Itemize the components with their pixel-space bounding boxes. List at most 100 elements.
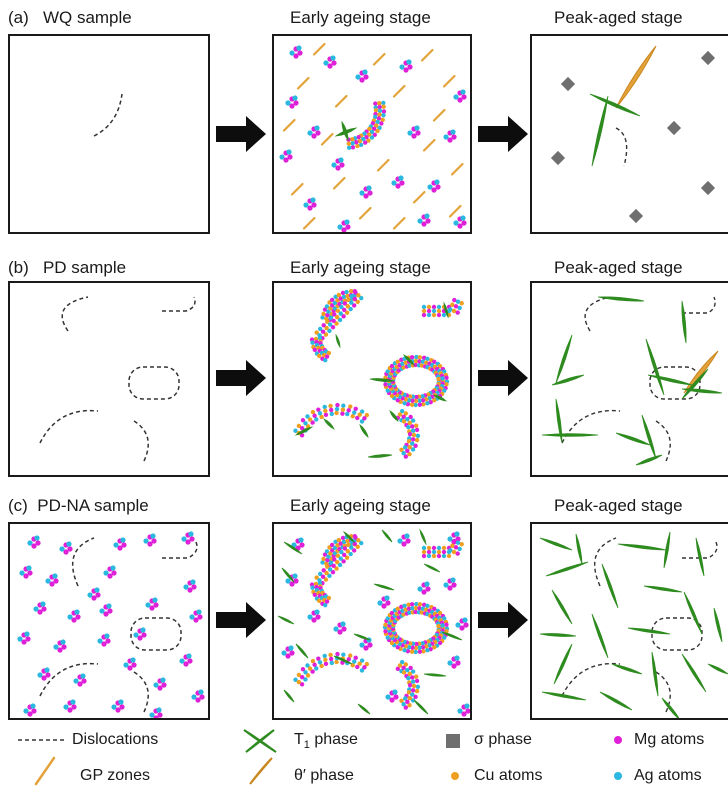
atom [359, 642, 365, 648]
atom [121, 542, 127, 548]
t1-plate [443, 301, 449, 319]
atom [399, 64, 405, 70]
atom [310, 420, 315, 425]
atom [420, 394, 425, 399]
atom [340, 407, 346, 412]
atom [421, 589, 427, 595]
atom [40, 601, 46, 607]
atom [397, 663, 403, 668]
atom [19, 570, 25, 576]
atom [311, 617, 317, 623]
atom [27, 570, 33, 576]
atom [195, 697, 201, 703]
atom [320, 315, 325, 320]
atom [392, 689, 398, 695]
atom [402, 445, 408, 450]
atom [356, 293, 361, 298]
atom [414, 394, 419, 400]
atom [407, 683, 413, 688]
sigma-particle [666, 120, 682, 136]
atom [417, 586, 423, 592]
gp-zone [412, 190, 426, 204]
atom [352, 410, 357, 415]
gp-zone [282, 118, 296, 132]
t1-plate [641, 414, 657, 460]
atom [410, 398, 415, 403]
atom [355, 299, 360, 304]
atom [453, 545, 459, 550]
atom [407, 695, 412, 701]
atom [399, 408, 405, 414]
atom [41, 606, 47, 612]
atom [436, 553, 442, 559]
atom [331, 162, 337, 168]
atom [71, 617, 77, 623]
atom [409, 649, 415, 654]
atom [44, 667, 50, 673]
atom [59, 546, 65, 552]
atom [183, 661, 189, 667]
atom [437, 610, 443, 616]
gp-zone [432, 108, 446, 122]
cu-atom-legend-icon [451, 772, 459, 780]
atom [424, 581, 430, 587]
atom [460, 89, 466, 95]
atom [431, 308, 437, 314]
atom [432, 645, 437, 650]
atom [345, 304, 350, 309]
atom [316, 407, 321, 412]
atom [373, 101, 378, 106]
atom [421, 308, 427, 314]
gp-zone [372, 52, 386, 66]
atom [314, 417, 319, 422]
atom [156, 707, 162, 713]
atom [447, 660, 453, 666]
atom [320, 329, 326, 334]
atom [451, 549, 457, 555]
atom [307, 130, 313, 136]
atom [441, 312, 447, 318]
atom [293, 428, 298, 433]
atom [431, 549, 437, 555]
atom [425, 586, 431, 592]
atom [417, 649, 423, 654]
solute-cluster [111, 699, 125, 713]
solute-cluster [453, 215, 467, 229]
row-c-label: (c) PD-NA sample [8, 496, 149, 516]
atom [353, 655, 358, 661]
atom [311, 133, 317, 139]
atom [410, 606, 415, 611]
atom [417, 359, 422, 364]
mg-atom-legend-icon [614, 736, 622, 744]
atom [329, 297, 335, 303]
atom [75, 614, 81, 620]
atom [395, 606, 400, 611]
atom [455, 551, 460, 556]
atom [454, 531, 460, 537]
atom [183, 584, 189, 590]
atom [95, 592, 101, 598]
theta-phase-legend-icon [249, 757, 273, 785]
atom [151, 538, 157, 544]
panel-a-wq-drawing [93, 93, 123, 137]
gp-zone [332, 176, 346, 190]
atom [300, 667, 306, 672]
atom [411, 683, 417, 689]
panel-a-early-drawing [279, 42, 467, 232]
atom [331, 563, 336, 569]
atom [327, 328, 332, 334]
atom [348, 551, 353, 557]
solute-cluster [443, 129, 457, 143]
atom [317, 660, 323, 665]
atom [355, 544, 360, 549]
solute-cluster [457, 703, 470, 717]
atom [344, 310, 350, 315]
arrow-right-icon [216, 602, 266, 638]
atom [133, 632, 139, 638]
atom [406, 425, 411, 430]
atom [145, 602, 151, 608]
t1-plate [627, 627, 671, 635]
atom [426, 549, 432, 555]
atom [455, 540, 461, 545]
atom [81, 678, 87, 684]
